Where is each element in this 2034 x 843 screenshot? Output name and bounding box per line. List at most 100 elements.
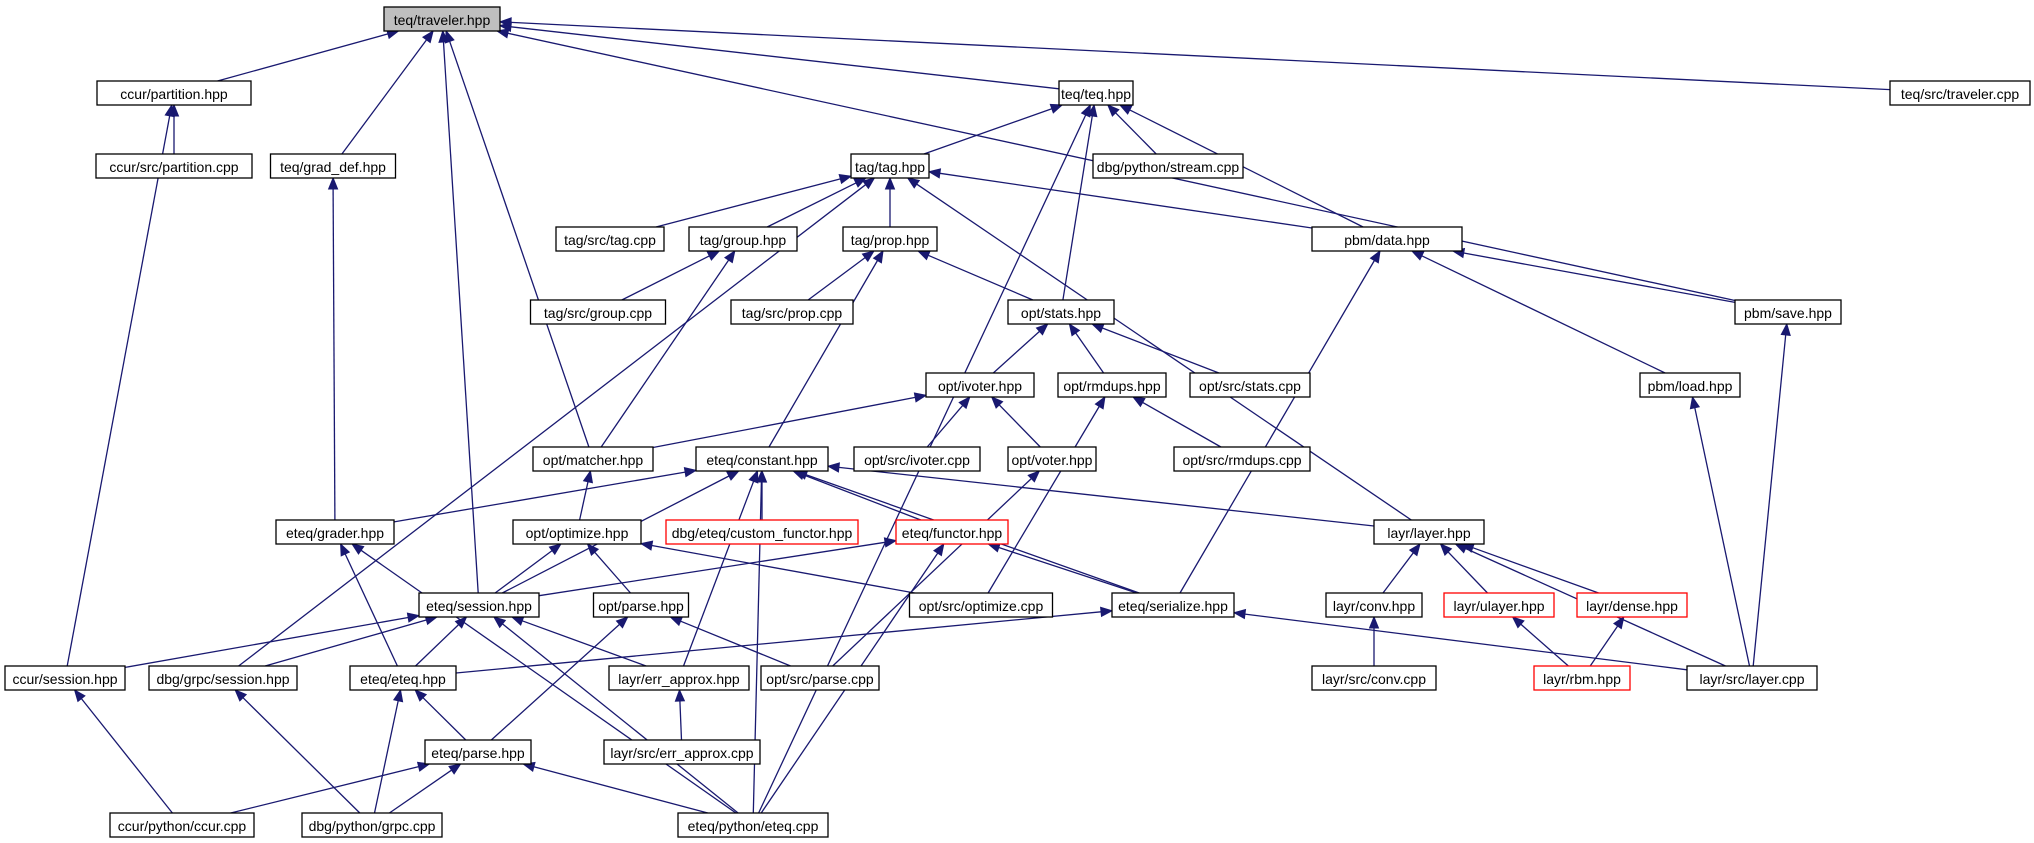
node-label: eteq/eteq.hpp — [360, 671, 446, 687]
node-eteq-parse[interactable]: eteq/parse.hpp — [424, 739, 532, 765]
node-eteq-grader[interactable]: eteq/grader.hpp — [275, 519, 395, 545]
node-box — [418, 592, 540, 618]
arrowhead — [1049, 103, 1064, 114]
node-pbm-load[interactable]: pbm/load.hpp — [1639, 372, 1741, 398]
node-traveler[interactable]: teq/traveler.hpp — [383, 6, 501, 32]
edge-line — [502, 623, 739, 814]
node-tag-group[interactable]: tag/group.hpp — [688, 226, 798, 252]
edge-line — [415, 624, 460, 667]
node-layr-src-err-approx[interactable]: layr/src/err_approx.cpp — [603, 739, 761, 765]
edge-eteq_python_eteq-to-eteq_parse — [521, 761, 708, 814]
node-opt-rmdups[interactable]: opt/rmdups.hpp — [1057, 372, 1167, 398]
node-layr-src-layer[interactable]: layr/src/layer.cpp — [1686, 665, 1818, 691]
node-box — [349, 665, 457, 691]
node-ccur-src-partition[interactable]: ccur/src/partition.cpp — [95, 153, 253, 179]
edge-eteq_eteq-to-eteq_serialize — [455, 606, 1114, 674]
node-box — [592, 592, 690, 618]
arrowhead — [582, 469, 594, 484]
node-opt-src-optimize[interactable]: opt/src/optimize.cpp — [908, 592, 1054, 618]
edge-opt_src_optimize-to-opt_optimize — [639, 540, 915, 594]
node-ccur-session[interactable]: ccur/session.hpp — [4, 665, 126, 691]
node-box — [842, 226, 938, 252]
node-label: teq/traveler.hpp — [394, 12, 491, 28]
node-pbm-save[interactable]: pbm/save.hpp — [1734, 299, 1842, 325]
node-dbg-custom-functor[interactable]: dbg/eteq/custom_functor.hpp — [665, 519, 859, 545]
node-label: ccur/src/partition.cpp — [109, 159, 238, 175]
node-tag-src-tag[interactable]: tag/src/tag.cpp — [555, 226, 665, 252]
arrowhead — [438, 29, 449, 43]
node-dbg-python-stream[interactable]: dbg/python/stream.cpp — [1092, 153, 1244, 179]
node-grad-def[interactable]: teq/grad_def.hpp — [269, 153, 397, 179]
node-eteq-constant[interactable]: eteq/constant.hpp — [695, 446, 829, 472]
node-opt-src-stats[interactable]: opt/src/stats.cpp — [1189, 372, 1311, 398]
edge-src_traveler-to-traveler — [498, 17, 1891, 91]
node-layr-rbm[interactable]: layr/rbm.hpp — [1533, 665, 1631, 691]
node-dbg-python-grpc[interactable]: dbg/python/grpc.cpp — [301, 812, 443, 838]
node-layr-conv[interactable]: layr/conv.hpp — [1325, 592, 1423, 618]
node-label: pbm/data.hpp — [1344, 232, 1430, 248]
node-opt-src-parse[interactable]: opt/src/parse.cpp — [760, 665, 880, 691]
node-opt-ivoter[interactable]: opt/ivoter.hpp — [925, 372, 1035, 398]
node-layr-ulayer[interactable]: layr/ulayer.hpp — [1443, 592, 1555, 618]
node-pbm-data[interactable]: pbm/data.hpp — [1311, 226, 1463, 252]
node-eteq-eteq[interactable]: eteq/eteq.hpp — [349, 665, 457, 691]
node-layr-err-approx[interactable]: layr/err_approx.hpp — [608, 665, 750, 691]
edge-eteq_eteq-to-eteq_grader — [340, 542, 398, 667]
node-label: eteq/python/eteq.cpp — [688, 818, 819, 834]
node-layr-src-conv[interactable]: layr/src/conv.cpp — [1311, 665, 1437, 691]
node-box — [148, 665, 298, 691]
edge-ccur_partition-to-traveler — [217, 29, 400, 82]
node-label: eteq/parse.hpp — [431, 745, 525, 761]
node-tag-src-group[interactable]: tag/src/group.cpp — [529, 299, 667, 325]
edge-line — [987, 406, 1100, 594]
node-box — [677, 812, 829, 838]
edge-eteq_grader-to-grad_def — [327, 176, 339, 521]
node-teq[interactable]: teq/teq.hpp — [1058, 80, 1134, 106]
edge-line — [838, 466, 1375, 527]
node-box — [730, 299, 854, 325]
node-opt-voter[interactable]: opt/voter.hpp — [1007, 446, 1097, 472]
node-tag[interactable]: tag/tag.hpp — [850, 153, 930, 179]
edge-line — [510, 21, 1891, 91]
node-opt-parse[interactable]: opt/parse.hpp — [592, 592, 690, 618]
node-opt-src-ivoter[interactable]: opt/src/ivoter.cpp — [853, 446, 981, 472]
edge-layr_src_conv-to-layr_conv — [1368, 615, 1380, 666]
edge-eteq_serialize-to-eteq_functor — [987, 542, 1137, 594]
node-layr-layer[interactable]: layr/layer.hpp — [1373, 519, 1485, 545]
edge-line — [1447, 551, 1488, 594]
edge-line — [230, 765, 419, 814]
node-opt-stats[interactable]: opt/stats.hpp — [1007, 299, 1115, 325]
node-eteq-functor[interactable]: eteq/functor.hpp — [895, 519, 1009, 545]
edge-tag_src_prop-to-tag_prop — [807, 250, 875, 301]
node-eteq-session[interactable]: eteq/session.hpp — [418, 592, 540, 618]
node-box — [424, 739, 532, 765]
node-tag-src-prop[interactable]: tag/src/prop.cpp — [730, 299, 854, 325]
node-ccur-partition[interactable]: ccur/partition.hpp — [96, 80, 252, 106]
edge-opt_stats-to-teq — [1062, 103, 1098, 301]
edge-line — [344, 553, 398, 667]
node-ccur-python-ccur[interactable]: ccur/python/ccur.cpp — [109, 812, 255, 838]
node-opt-matcher[interactable]: opt/matcher.hpp — [532, 446, 654, 472]
node-label: opt/src/stats.cpp — [1199, 378, 1301, 394]
node-tag-prop[interactable]: tag/prop.hpp — [842, 226, 938, 252]
node-box — [1092, 153, 1244, 179]
node-src-traveler[interactable]: teq/src/traveler.cpp — [1889, 80, 2031, 106]
node-label: opt/voter.hpp — [1012, 452, 1093, 468]
node-opt-optimize[interactable]: opt/optimize.hpp — [512, 519, 642, 545]
node-box — [1373, 519, 1485, 545]
edge-line — [652, 396, 916, 449]
node-eteq-python-eteq[interactable]: eteq/python/eteq.cpp — [677, 812, 829, 838]
node-label: eteq/constant.hpp — [706, 452, 818, 468]
arrowhead — [1689, 395, 1701, 410]
node-label: opt/src/optimize.cpp — [919, 598, 1044, 614]
arrowhead — [1068, 322, 1081, 337]
node-eteq-serialize[interactable]: eteq/serialize.hpp — [1111, 592, 1235, 618]
node-opt-src-rmdups[interactable]: opt/src/rmdups.cpp — [1173, 446, 1311, 472]
edge-line — [1463, 252, 1736, 304]
arrowhead — [706, 250, 721, 261]
edge-line — [264, 619, 427, 667]
node-layr-dense[interactable]: layr/dense.hpp — [1576, 592, 1688, 618]
node-dbg-grpc-session[interactable]: dbg/grpc/session.hpp — [148, 665, 298, 691]
arrowhead — [1454, 543, 1469, 554]
